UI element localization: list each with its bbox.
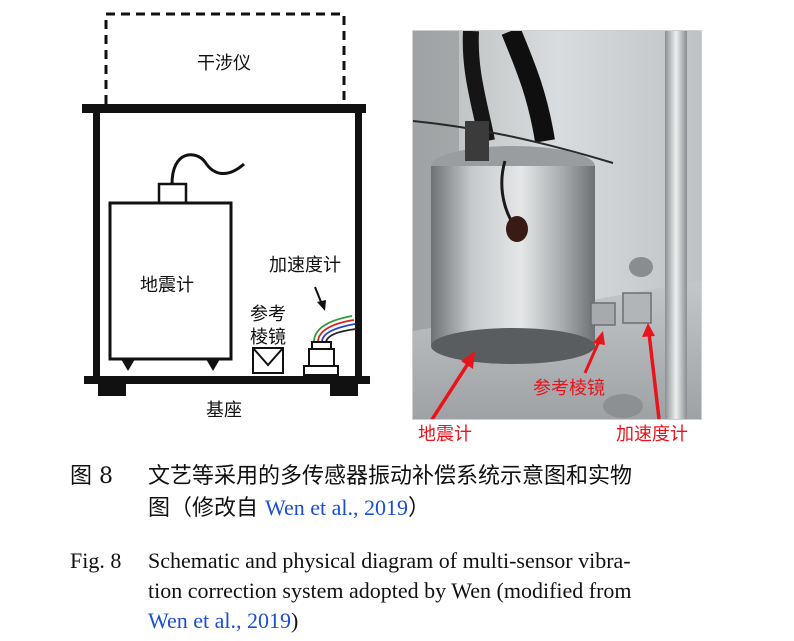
seismometer-foot-right [206,359,220,371]
seismometer-connector [157,182,188,205]
photo-floor-knob [603,394,643,418]
reference-prism-label-line1: 参考 [250,304,286,325]
caption-cn-line2: 图（修改自 Wen et al., 2019） [148,492,430,524]
base-foot-left [98,382,126,396]
seismometer-foot-left [121,359,135,371]
photo-arrow-seismometer-shaft [430,358,473,419]
photo-arrow-seismometer-head [461,351,475,369]
base-label: 基座 [206,400,242,421]
caption-cn-citation-link[interactable]: Wen et al., 2019 [265,495,409,520]
frame-right-post [355,104,362,378]
photo-steel-post [665,31,687,419]
caption-cn-suffix: ） [408,496,431,521]
accelerometer-cap [311,341,332,350]
caption-cn-text1: 文艺等采用的多传感器振动补偿系统示意图和实物 [148,464,633,489]
photo-label-reference-prism: 参考棱镜 [533,378,605,399]
photo-connector [465,121,489,161]
schematic-drawing [82,12,370,396]
photo-prism-device [590,302,616,326]
photo-device-round [629,257,653,277]
accelerometer-wire-green [313,315,353,343]
photo-label-seismometer: 地震计 [418,424,472,445]
frame-top-plate [82,104,366,113]
caption-cn-line1: 图 8 文艺等采用的多传感器振动补偿系统示意图和实物 [70,461,632,492]
accelerometer-wire-blue [321,323,356,343]
interferometer-label: 干涉仪 [197,53,251,74]
seismometer-cable [170,153,245,185]
accelerometer-arrow-shaft [314,286,322,303]
frame-left-post [93,104,100,378]
photo-label-accelerometer: 加速度计 [616,424,688,445]
accelerometer-label: 加速度计 [269,255,341,276]
caption-en-text1: Schematic and physical diagram of multi-… [148,548,631,573]
caption-en-line3: Wen et al., 2019) [148,605,298,636]
reference-prism-label-line2: 棱镜 [250,327,286,348]
accelerometer-base [303,365,339,376]
photo-arrow-accelerometer-head [642,323,655,337]
seismometer-label: 地震计 [140,275,194,296]
photo-black-hose [501,31,555,143]
caption-en-text2: tion correction system adopted by Wen (m… [148,578,632,603]
base-plate [84,376,370,384]
photo-cylinder-bottom [431,328,595,364]
photo-accelerometer-device [622,292,652,324]
base-foot-right [330,382,358,396]
accelerometer-wire-red [317,319,355,343]
photo-arrow-accelerometer-shaft [647,332,661,419]
photo-cylinder-body [431,166,595,346]
photo-cylinder-knob [506,216,528,242]
caption-en-number: Fig. 8 [70,548,122,573]
caption-en-citation-link[interactable]: Wen et al., 2019 [148,608,292,633]
photo-arrow-prism-shaft [583,338,602,374]
caption-cn-prefix: 图（修改自 [148,496,265,521]
schematic-diagram: 干涉仪 地震计 加速度计 参考 棱镜 基座 [0,0,400,430]
reference-prism-mark [252,347,284,367]
photo-illustration [413,31,701,419]
seismometer-body [108,201,233,361]
system-photo [412,30,702,420]
accelerometer-body [308,348,335,367]
caption-en-line1: Fig. 8 Schematic and physical diagram of … [70,545,631,576]
caption-en-line2: tion correction system adopted by Wen (m… [148,575,632,606]
caption-en-suffix: ) [291,608,299,633]
photo-thin-cable [413,120,614,164]
accelerometer-arrow-head [317,300,326,311]
photo-arrow-prism-head [593,331,605,345]
caption-cn-number: 图 8 [70,464,113,489]
